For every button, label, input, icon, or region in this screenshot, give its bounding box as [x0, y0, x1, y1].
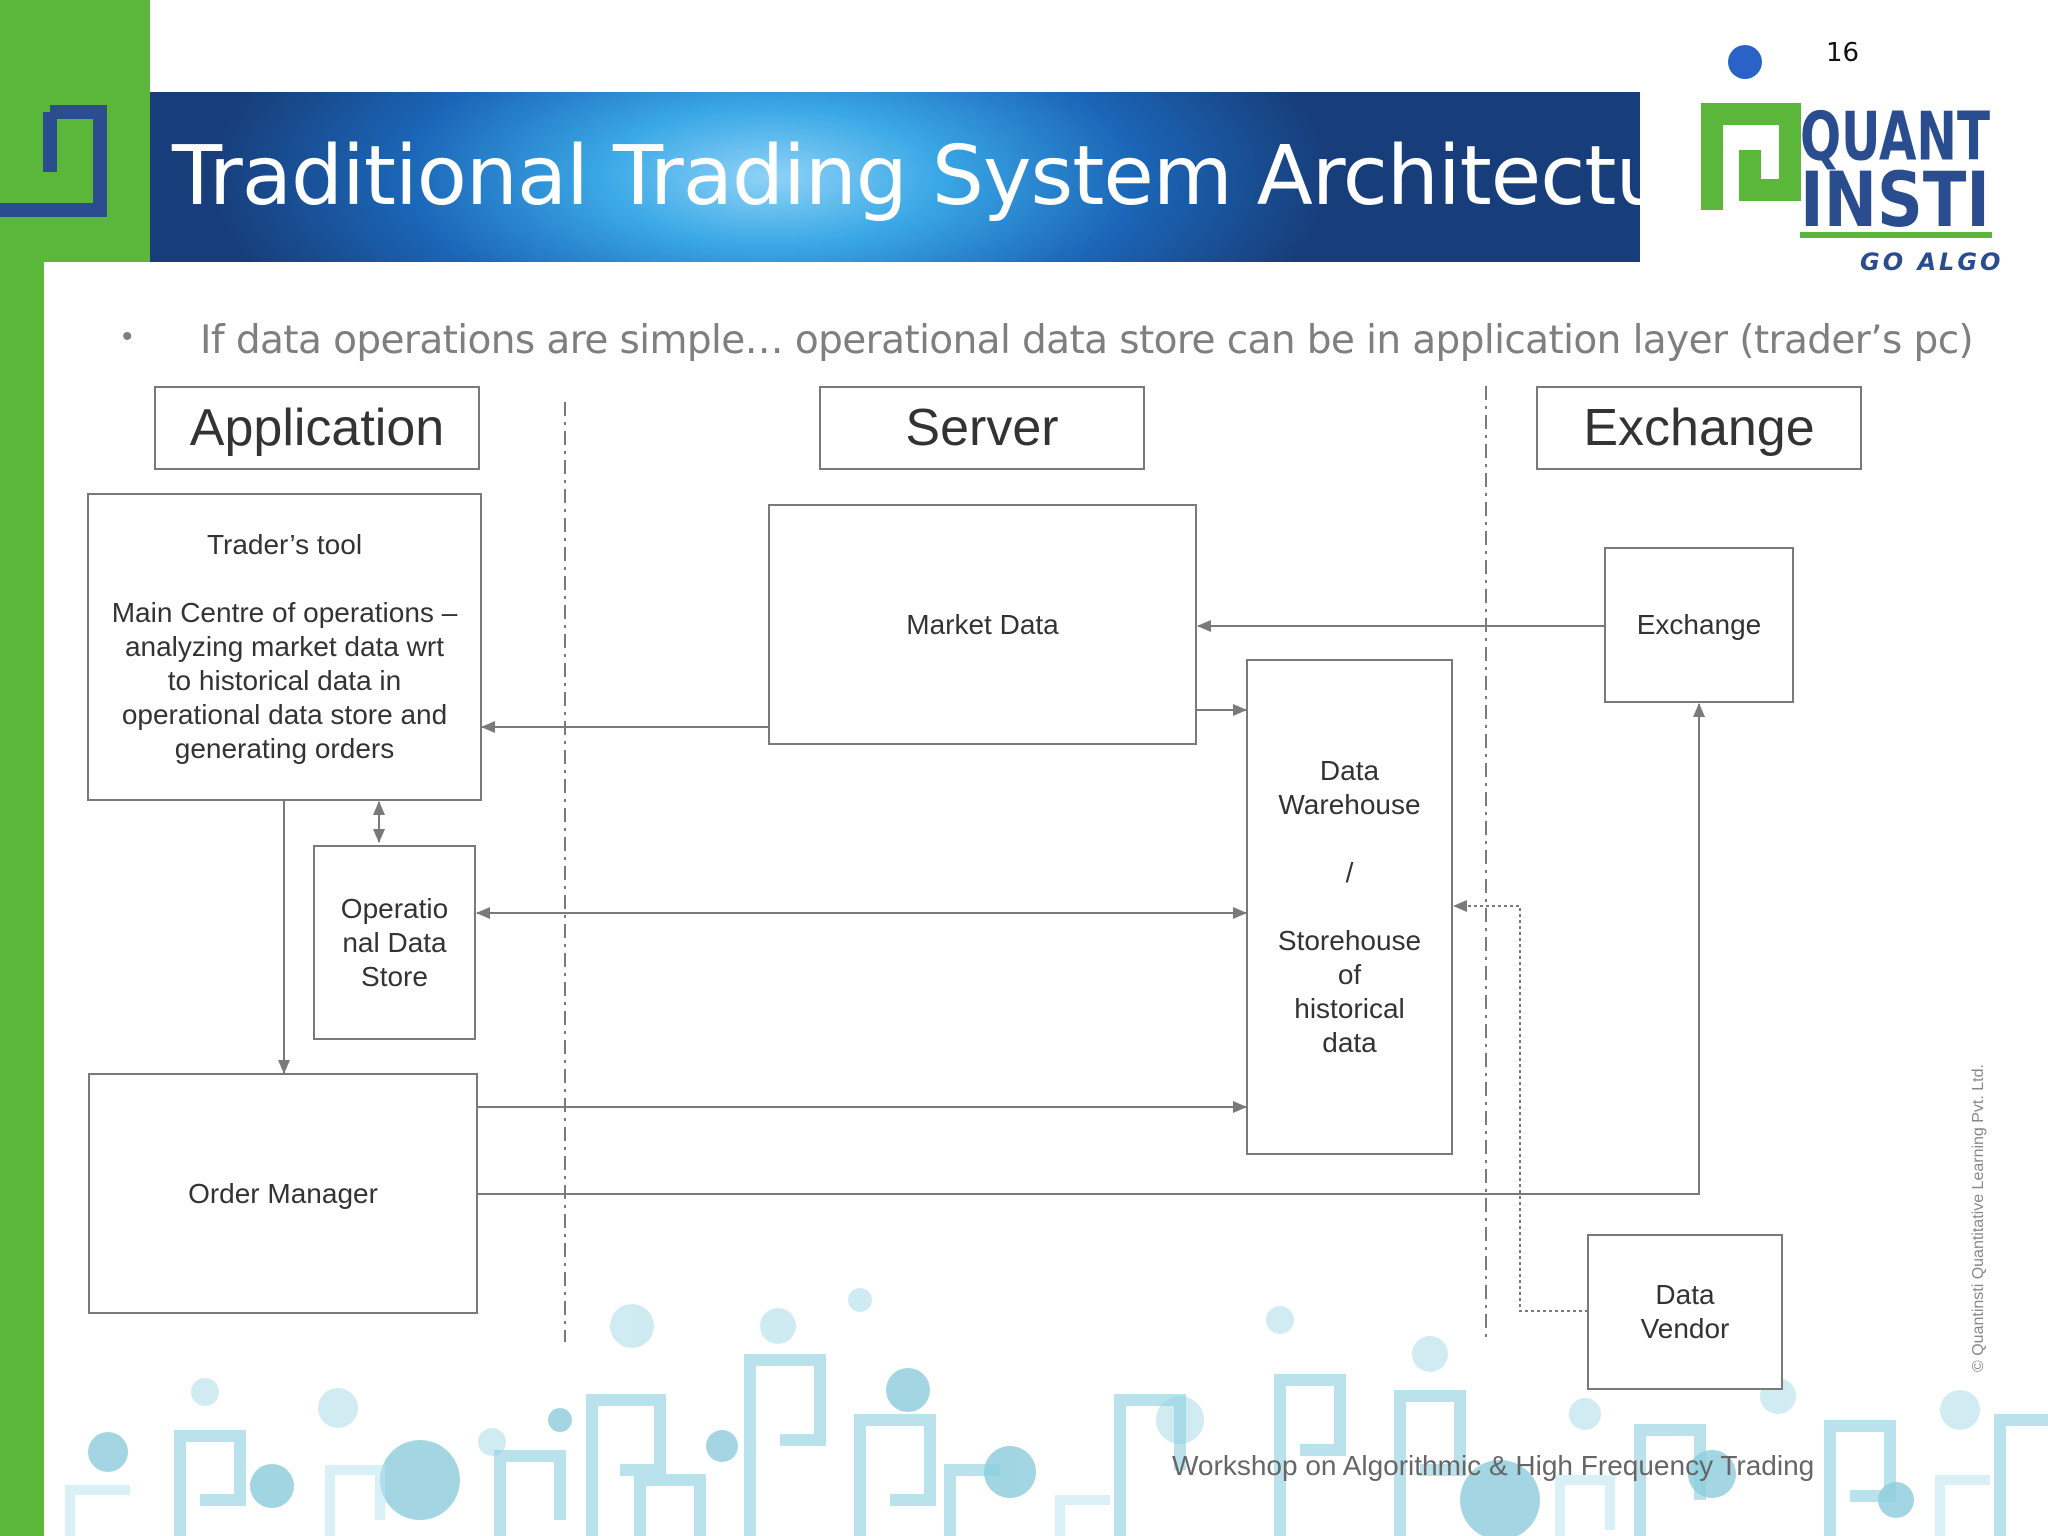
quantinsti-logo: QUANT INSTI GO ALGO	[1701, 45, 2000, 276]
bullet-text: If data operations are simple… operation…	[200, 318, 1974, 363]
data-vendor-line: Vendor	[1640, 1313, 1730, 1344]
data-vendor-line: Data	[1655, 1279, 1715, 1310]
copyright-note: © Quantinsti Quantitative Learning Pvt. …	[1970, 1064, 1987, 1372]
arrow-data-vendor-to-warehouse	[1453, 900, 1588, 1312]
svg-text:QUANT: QUANT	[1800, 98, 1990, 176]
node-market-data: Market Data	[768, 504, 1197, 745]
warehouse-line: Warehouse	[1278, 789, 1421, 820]
traders-tool-line: to historical data in	[167, 665, 402, 696]
lane-header-server: Server	[819, 386, 1145, 470]
traders-tool-line: Main Centre of operations –	[111, 597, 458, 628]
svg-text:INSTI: INSTI	[1800, 155, 1990, 244]
traders-tool-title: Trader’s tool	[206, 529, 363, 560]
top-left-accent-block	[0, 0, 150, 262]
ods-line: Store	[361, 960, 428, 992]
ods-line: Operatio	[340, 892, 449, 924]
warehouse-line: data	[1322, 1027, 1377, 1058]
bullet-marker: •	[122, 320, 133, 353]
warehouse-line: Storehouse	[1277, 925, 1422, 956]
lane-header-application: Application	[154, 386, 480, 470]
footer-text: Workshop on Algorithmic & High Frequency…	[1172, 1450, 1815, 1481]
traders-tool-line: analyzing market data wrt	[124, 631, 445, 662]
node-exchange: Exchange	[1604, 547, 1794, 703]
node-data-warehouse: Data Warehouse / Storehouse of historica…	[1246, 659, 1453, 1155]
node-operational-data-store: Operatio nal Data Store	[313, 845, 476, 1040]
svg-text:GO ALGO: GO ALGO	[1860, 248, 2000, 276]
node-data-vendor: Data Vendor	[1587, 1234, 1783, 1390]
slide-title: Traditional Trading System Architecture	[172, 129, 1748, 224]
node-traders-tool: Trader’s tool Main Centre of operations …	[87, 493, 482, 801]
warehouse-line: /	[1345, 857, 1354, 888]
warehouse-line: Data	[1319, 755, 1380, 786]
arrow-order-manager-to-exchange	[478, 703, 1705, 1195]
order-manager-label: Order Manager	[188, 1177, 378, 1209]
corner-bracket-icon	[0, 105, 107, 217]
node-order-manager: Order Manager	[88, 1073, 478, 1314]
warehouse-line: of	[1337, 959, 1362, 990]
ods-line: nal Data	[342, 926, 447, 958]
warehouse-line: historical	[1294, 993, 1405, 1024]
traders-tool-line: generating orders	[174, 733, 395, 764]
market-data-label: Market Data	[906, 608, 1059, 640]
title-banner	[150, 92, 1640, 262]
traders-tool-line: operational data store and	[121, 699, 448, 730]
exchange-label: Exchange	[1636, 609, 1762, 640]
lane-header-exchange: Exchange	[1536, 386, 1862, 470]
page-number: 16	[1826, 38, 1860, 68]
